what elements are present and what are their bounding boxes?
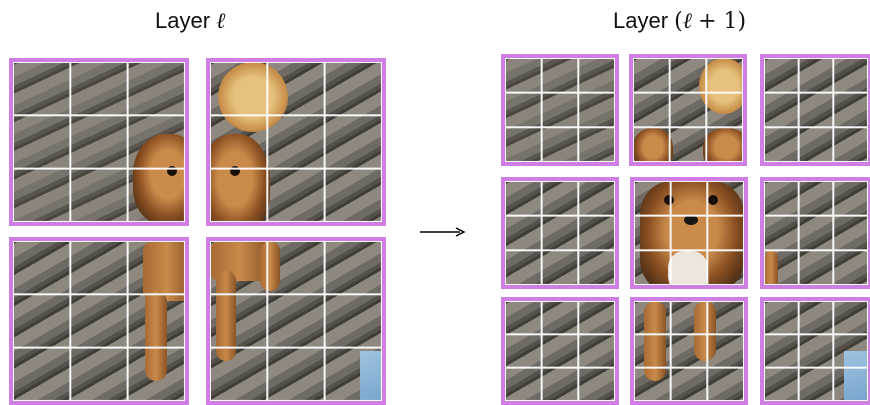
dog-eye — [230, 166, 240, 176]
dog-tail — [218, 62, 288, 132]
patch-grid-lines — [764, 58, 868, 162]
title-symbol: ℓ — [682, 9, 692, 34]
dog-ear — [633, 128, 673, 162]
dog-leg — [216, 271, 236, 361]
patch-left-bottom-right — [206, 237, 386, 405]
dog-eye-left — [664, 195, 674, 205]
patch-right-r2c2 — [630, 177, 748, 289]
patch-left-top-left — [9, 58, 189, 226]
dog-chest-white — [668, 251, 708, 285]
patch-right-r2c3 — [760, 177, 870, 289]
dog-eye — [167, 166, 177, 176]
dog-leg — [694, 301, 716, 361]
title-word: Layer — [613, 8, 669, 33]
layer-l-plus-1-title: Layer (ℓ + 1) — [613, 8, 746, 34]
patch-right-r3c1 — [501, 297, 619, 405]
right-arrow-icon — [420, 227, 466, 237]
title-word: Layer — [155, 8, 211, 33]
water-corner — [844, 351, 868, 401]
dog-head-left-half — [133, 134, 185, 222]
dog-leg — [644, 301, 666, 381]
patch-right-r3c2 — [630, 297, 748, 405]
patch-left-bottom-left — [9, 237, 189, 405]
patch-right-r3c3 — [760, 297, 870, 405]
dog-tail — [699, 58, 743, 114]
dog-head-right-half — [210, 134, 270, 222]
patch-right-r1c1 — [501, 54, 619, 166]
patch-left-top-right — [206, 58, 386, 226]
patch-right-r1c2 — [629, 54, 747, 166]
dog-paw — [764, 251, 778, 285]
dog-ear — [703, 128, 743, 162]
dog-nose — [684, 215, 698, 225]
title-close-paren: ) — [737, 9, 747, 34]
patch-grid-lines — [505, 58, 615, 162]
title-open-paren: ( — [674, 9, 683, 34]
dog-eye-right — [708, 195, 718, 205]
patch-grid-lines — [505, 301, 615, 401]
title-plus-one: + 1 — [698, 9, 738, 34]
title-symbol: ℓ — [216, 9, 226, 34]
dog-leg — [145, 291, 167, 381]
layer-l-title: Layer ℓ — [155, 8, 225, 34]
patch-grid-lines — [505, 181, 615, 285]
patch-right-r1c3 — [760, 54, 870, 166]
dog-leg — [260, 241, 280, 291]
patch-right-r2c1 — [501, 177, 619, 289]
patch-grid-lines — [764, 181, 868, 285]
water-corner — [360, 351, 382, 401]
